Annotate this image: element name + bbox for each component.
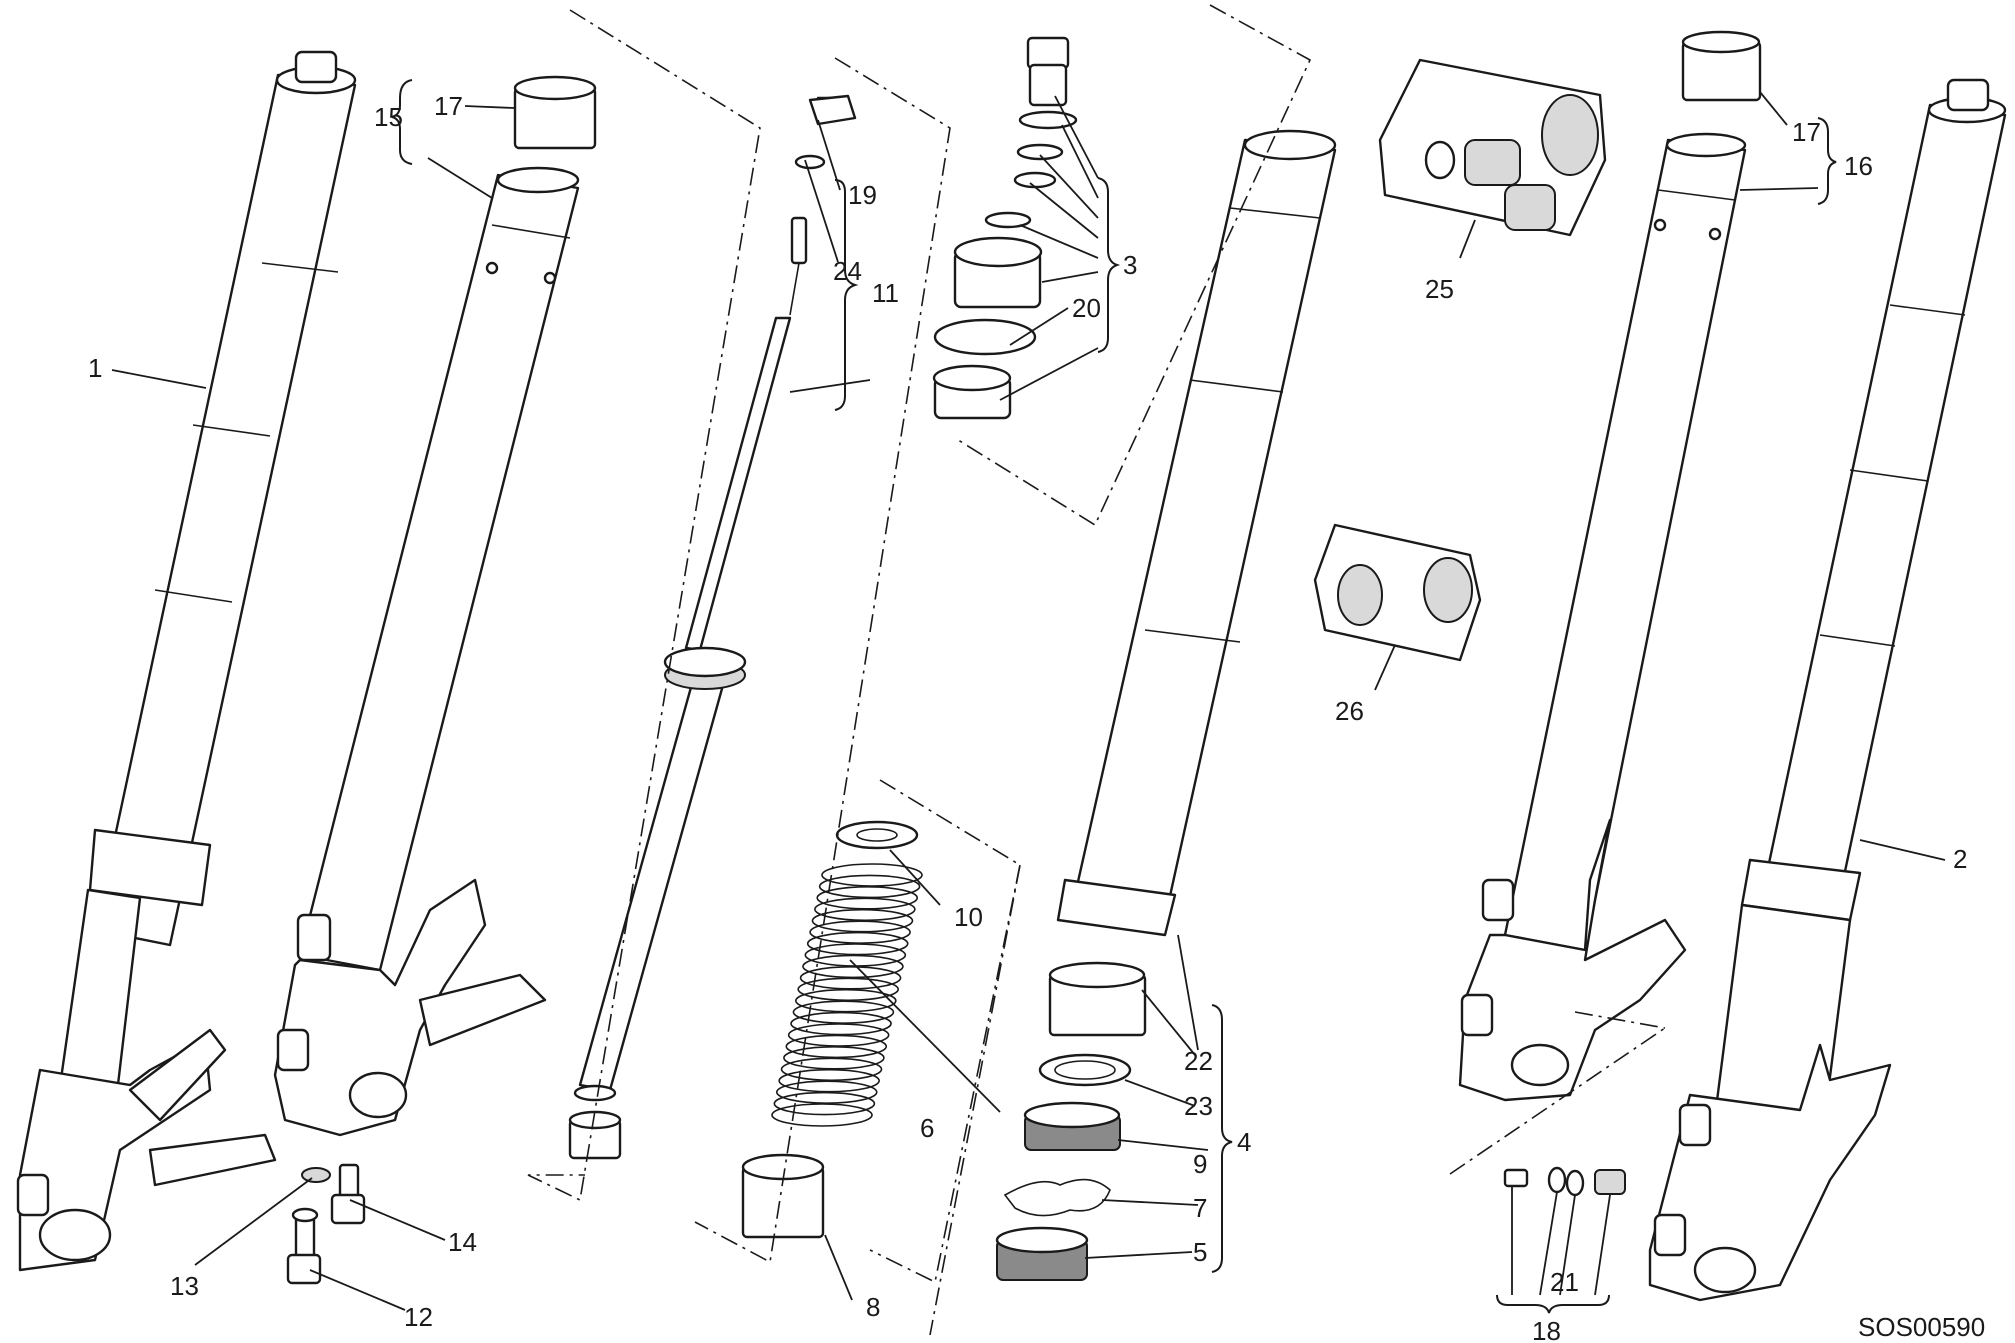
callout-10: 10 [954,902,983,932]
callout-3: 3 [1123,250,1137,280]
seal-kit [995,961,1147,1281]
spring-coil [787,1023,890,1047]
spring-coil [790,1011,892,1036]
spring-coil [809,920,911,944]
damper-cartridge-rod [568,94,857,1160]
spring-coil [816,886,919,910]
bearing-kit-26 [1313,523,1482,662]
callout-23: 23 [1184,1091,1213,1121]
outer-tube-left [273,166,580,1137]
spring-coil [802,954,904,979]
spring-coil [778,1068,880,1093]
spring-coil [799,966,902,990]
preload-spacer-8 [741,1153,825,1239]
spring-coil [785,1034,888,1059]
fork-spring [771,820,923,1127]
callout-8: 8 [866,1292,880,1322]
spring-coil [818,874,921,899]
outer-tube-right [1458,132,1747,1102]
spring-coil [806,931,909,956]
grouping-frames [527,4,1666,1336]
callout-9: 9 [1193,1149,1207,1179]
spring-coil [821,863,923,887]
fork-leg-assembly-right [1648,78,2007,1302]
callout-labels: 1 2 3 4 5 6 7 8 9 10 11 12 13 14 15 16 1… [88,91,1967,1343]
spring-coil [811,908,914,933]
group-braces [391,79,1837,1314]
callout-12: 12 [404,1302,433,1332]
spring-coil [771,1103,873,1127]
callout-5: 5 [1193,1237,1207,1267]
callout-25: 25 [1425,274,1454,304]
callout-17-left: 17 [434,91,463,121]
callout-15: 15 [374,102,403,132]
fork-leg-assembly-left [16,50,357,1272]
pilot-bushing-17-right [1681,30,1762,102]
spring-coil [780,1057,883,1082]
callout-18: 18 [1532,1316,1561,1343]
callout-16: 16 [1844,151,1873,181]
callout-22: 22 [1184,1046,1213,1076]
top-cap-assembly [932,36,1078,420]
callout-20: 20 [1072,293,1101,323]
spring-coil [775,1080,878,1104]
spring-coil [792,1000,895,1024]
drawing-code: SOS00590 [1858,1312,1985,1342]
spring-coil [797,977,899,1002]
callout-6: 6 [920,1113,934,1143]
callout-7: 7 [1193,1193,1207,1223]
callout-17-right: 17 [1792,117,1821,147]
axle-clamp-screws [286,1163,366,1285]
pilot-bushing-17-left [513,75,597,150]
spring-coil [814,897,916,922]
bleed-valve-kit [1503,1166,1626,1197]
callout-26: 26 [1335,696,1364,726]
callout-19: 19 [848,180,877,210]
bearing-kit-25 [1378,58,1607,237]
leader-lines [111,91,1946,1311]
callout-2: 2 [1953,844,1967,874]
callout-14: 14 [448,1227,477,1257]
callout-21: 21 [1550,1267,1579,1297]
spring-coil [783,1046,885,1070]
spring-coil [795,988,897,1013]
callout-13: 13 [170,1271,199,1301]
callout-1: 1 [88,353,102,383]
callout-4: 4 [1237,1127,1251,1157]
callout-11: 11 [872,278,899,308]
spring-coil [773,1091,876,1116]
callout-24: 24 [833,256,862,286]
inner-stanchion-tube [1056,129,1337,937]
